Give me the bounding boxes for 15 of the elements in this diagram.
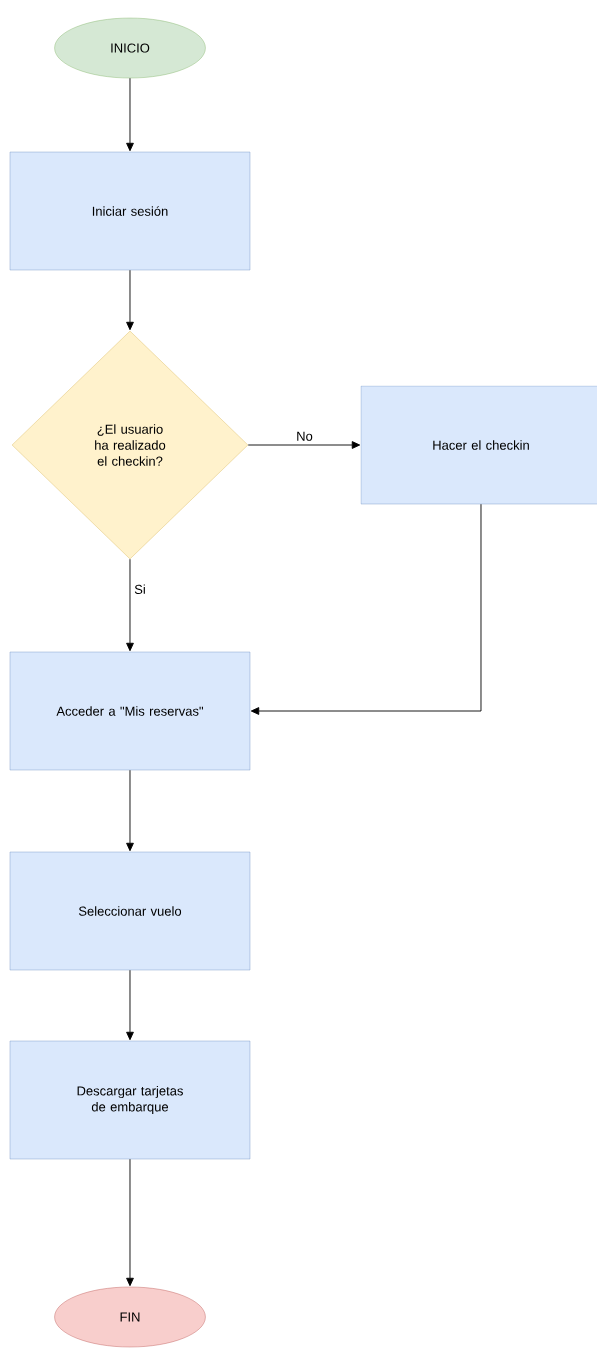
arrow [126,269,134,331]
edge-label: No [295,430,314,442]
arrow [247,441,361,449]
process-box: Acceder a "Mis reservas" [9,651,251,771]
process-box: Seleccionar vuelo [9,851,251,971]
process-box: Hacer el checkin [360,385,597,505]
arrow [126,1158,134,1287]
edge-label: Si [133,583,147,595]
arrow [126,77,134,152]
arrow [126,769,134,852]
arrow [126,558,134,652]
process-box: Descargar tarjetas de embarque [9,1040,251,1160]
process-box: Iniciar sesión [9,151,251,271]
arrow [250,503,482,715]
arrow [126,969,134,1041]
